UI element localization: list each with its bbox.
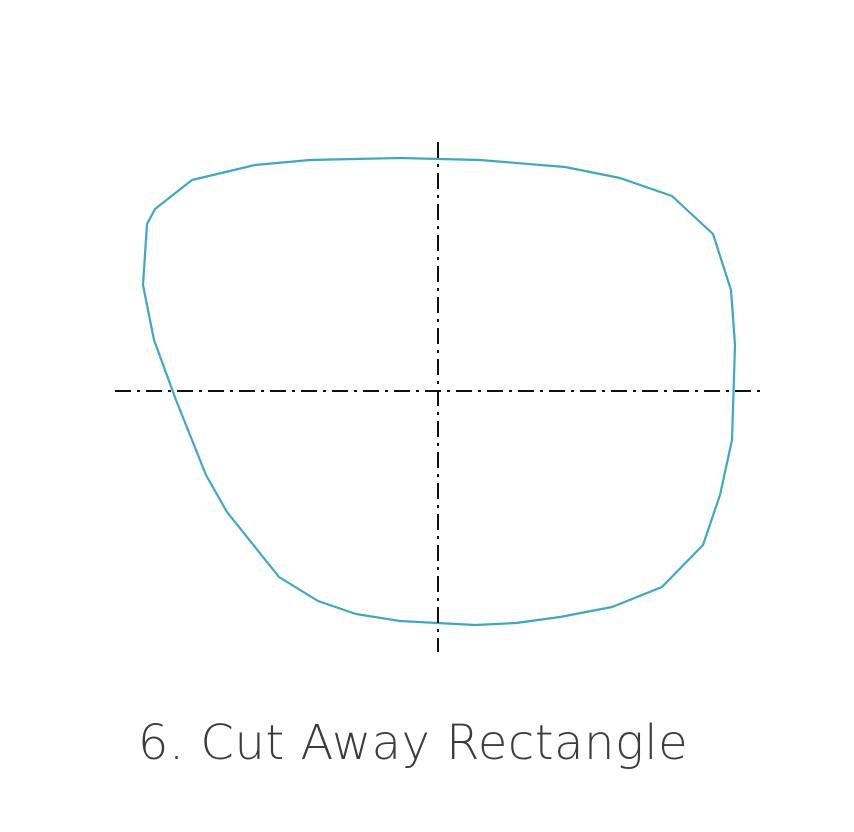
lens-outline — [141, 156, 737, 627]
shape-caption: 6. Cut Away Rectangle — [137, 715, 689, 771]
